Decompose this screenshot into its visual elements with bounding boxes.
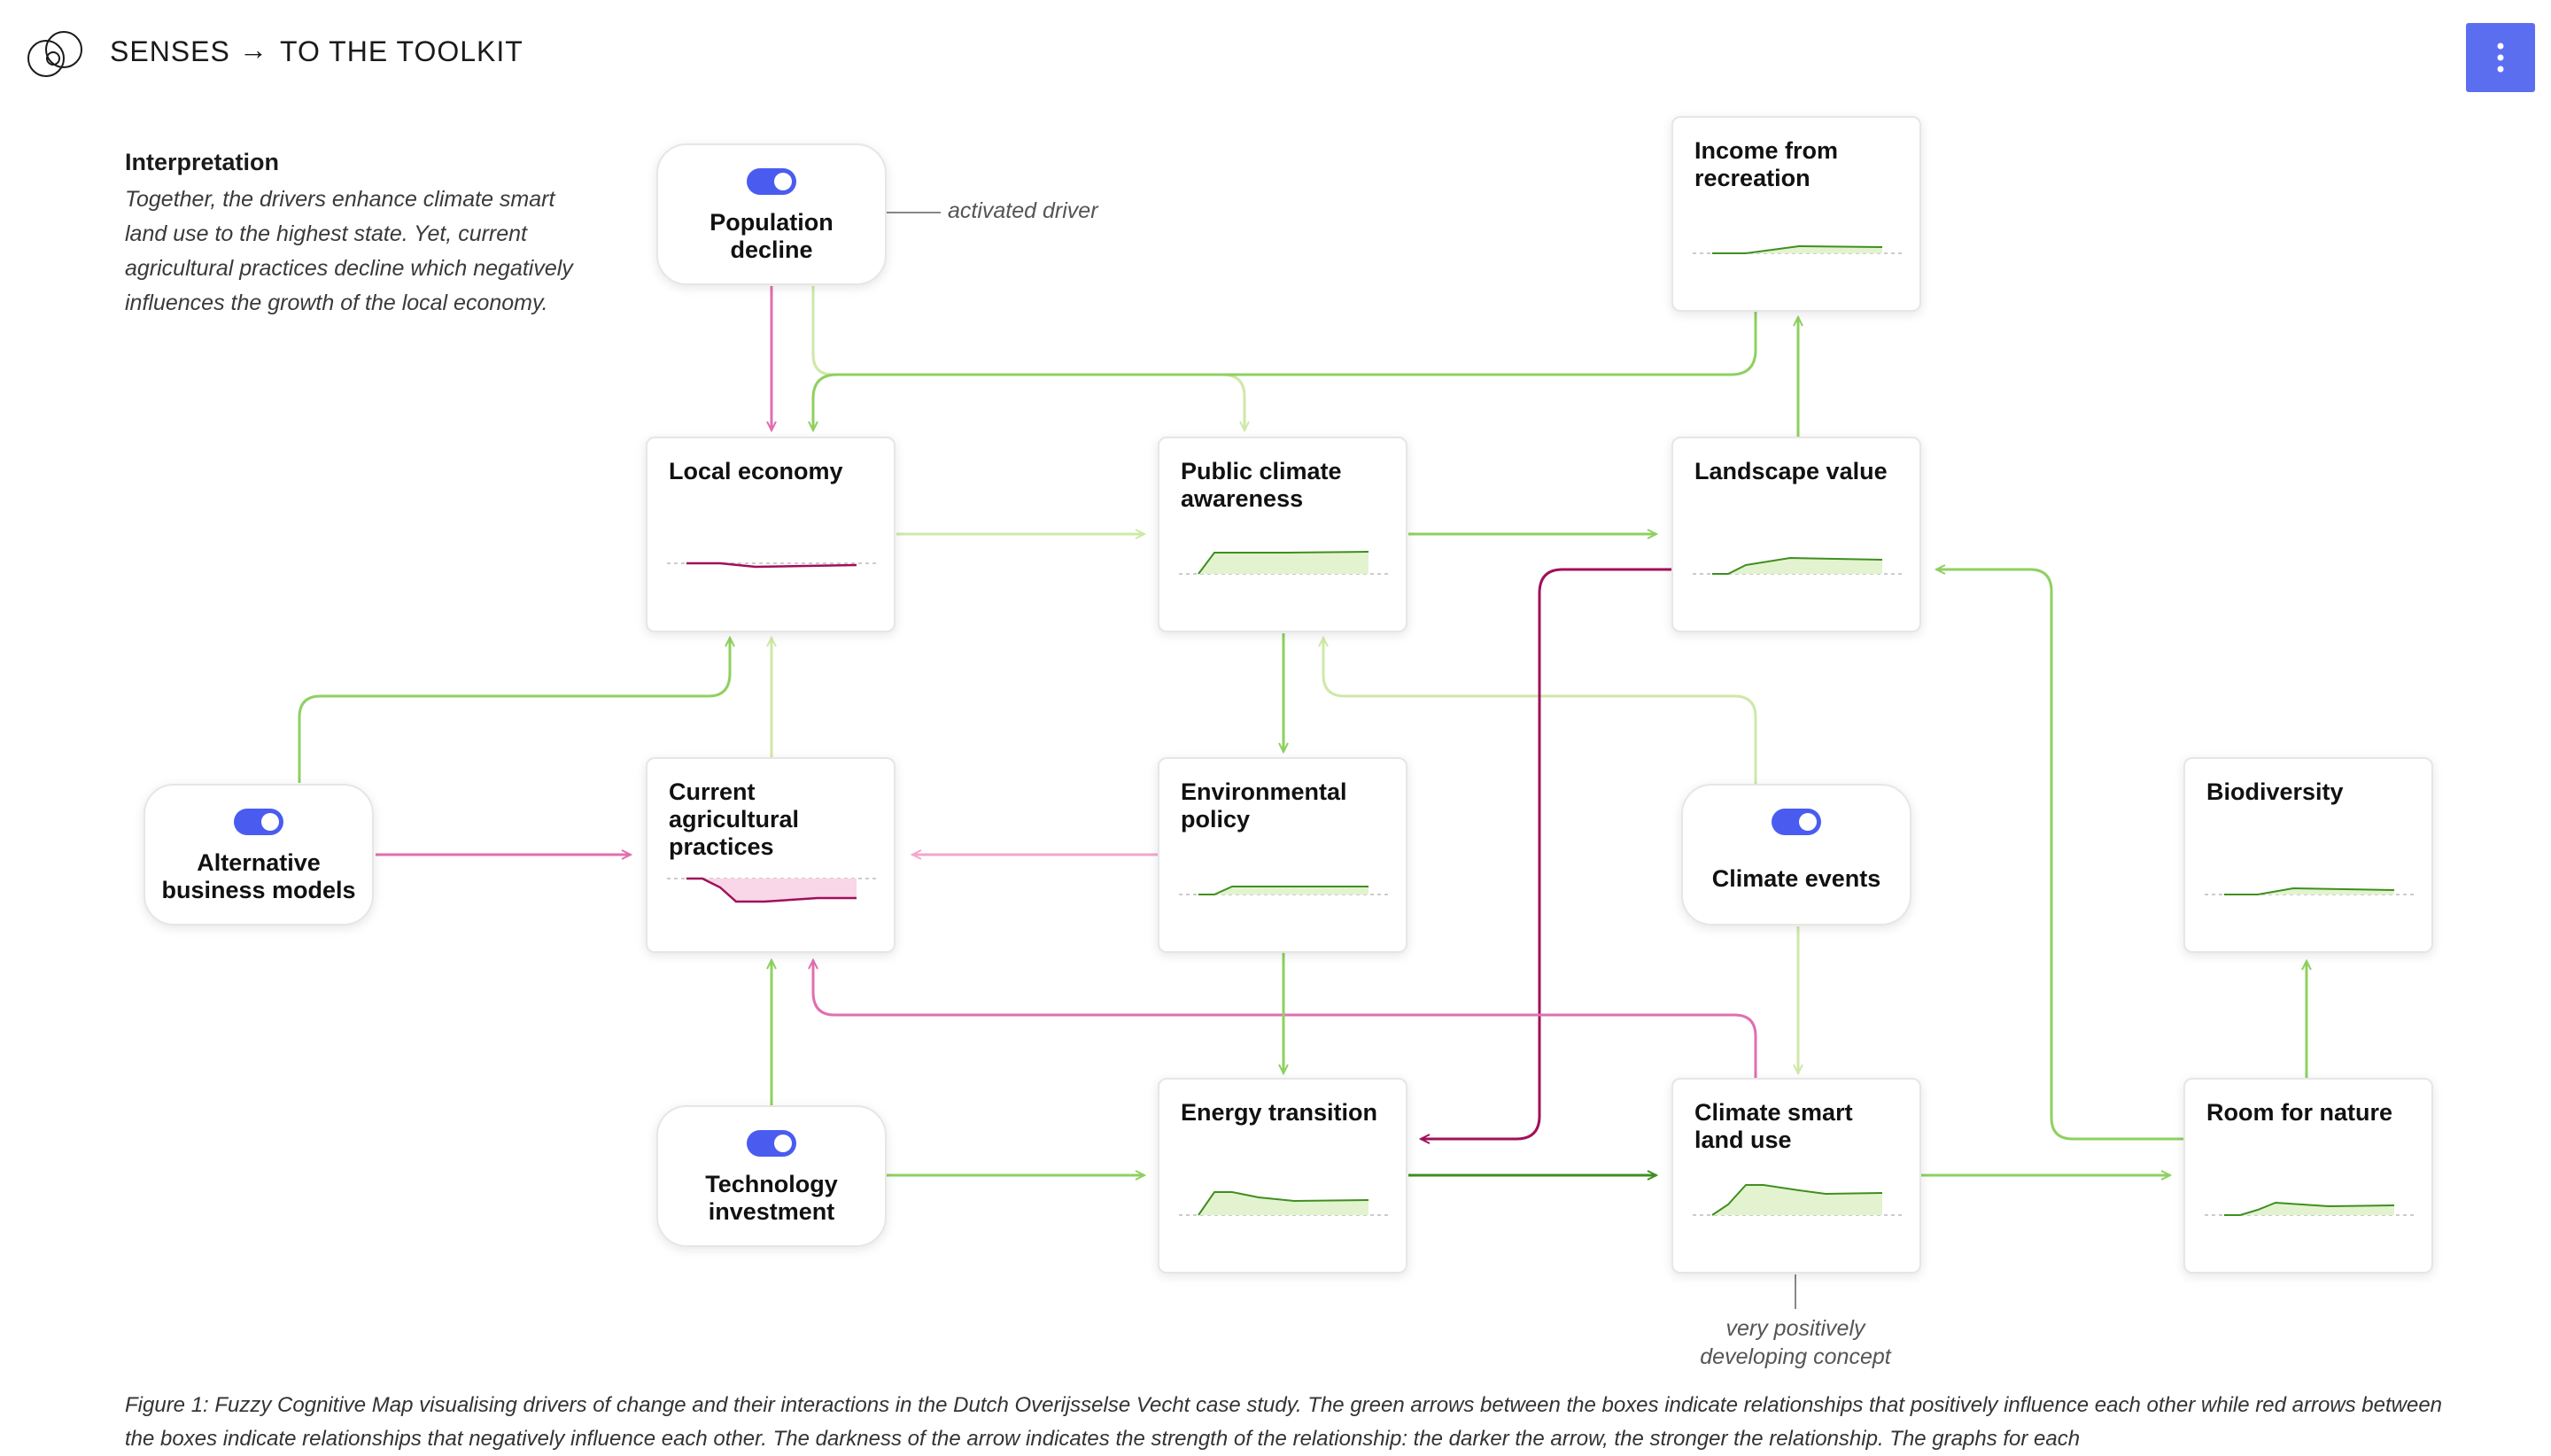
driver-alternative-business-models[interactable]: Alternative business models	[143, 784, 374, 925]
figure-caption: Figure 1: Fuzzy Cognitive Map visualisin…	[125, 1393, 2443, 1451]
concept-title: Local economy	[669, 458, 843, 484]
trend-graph	[1179, 886, 1388, 895]
trend-graph	[2205, 1201, 2414, 1216]
trend-graph	[1693, 1184, 1902, 1216]
toggle-switch[interactable]	[747, 1130, 796, 1157]
concept-title: Climate smart land use	[1694, 1099, 1853, 1153]
concept-environmental-policy[interactable]: Environmental policy	[1158, 757, 1407, 953]
concept-title: Energy transition	[1181, 1099, 1378, 1126]
trend-graph	[1179, 551, 1388, 575]
edge-altbiz-local-economy	[298, 638, 730, 783]
toggle-switch[interactable]	[747, 168, 796, 195]
concept-income-from-recreation[interactable]: Income from recreation	[1671, 116, 1921, 312]
driver-population-decline[interactable]: Population decline	[656, 143, 887, 285]
driver-climate-events[interactable]: Climate events	[1681, 784, 1911, 925]
driver-label: Technology investment	[705, 1171, 838, 1225]
edge-population-awareness	[811, 286, 1244, 430]
driver-label: Climate events	[1711, 865, 1881, 892]
menu-button[interactable]	[2466, 23, 2535, 92]
arrow-right-icon: →	[239, 34, 268, 66]
trend-graph	[1179, 1191, 1388, 1216]
concept-title: Environmental policy	[1181, 778, 1347, 833]
trend-graph	[667, 877, 876, 903]
concept-public-climate-awareness[interactable]: Public climate awareness	[1158, 437, 1407, 632]
vertical-ellipsis-icon	[2497, 43, 2504, 73]
edge-landscape-energy	[1421, 568, 1672, 1139]
driver-label: Alternative business models	[161, 849, 356, 903]
trend-graph	[2205, 887, 2414, 895]
concept-energy-transition[interactable]: Energy transition	[1158, 1078, 1407, 1274]
toggle-switch[interactable]	[234, 809, 283, 835]
trend-graph	[1693, 556, 1902, 575]
concept-climate-smart-land-use[interactable]: Climate smart land use	[1671, 1078, 1921, 1274]
edge-income-local-economy	[813, 312, 1757, 430]
senses-logo-icon[interactable]	[27, 28, 101, 81]
concept-title: Landscape value	[1694, 458, 1888, 484]
driver-technology-investment[interactable]: Technology investment	[656, 1105, 887, 1247]
edge-nature-landscape	[1936, 569, 2184, 1141]
concept-title: Public climate awareness	[1181, 458, 1342, 512]
toggle-switch[interactable]	[1772, 809, 1821, 835]
driver-label: Population decline	[709, 209, 834, 263]
interpretation-text: Together, the drivers enhance climate sm…	[125, 187, 573, 315]
concept-biodiversity[interactable]: Biodiversity	[2183, 757, 2433, 953]
top-bar: SENSES → TO THE TOOLKIT	[0, 0, 2551, 106]
concept-room-for-nature[interactable]: Room for nature	[2183, 1078, 2433, 1274]
trend-graph	[667, 561, 876, 569]
concept-title: Current agricultural practices	[669, 778, 800, 860]
concept-landscape-value[interactable]: Landscape value	[1671, 437, 1921, 632]
concept-current-agricultural-practices[interactable]: Current agricultural practices	[646, 757, 896, 953]
concept-local-economy[interactable]: Local economy	[646, 437, 896, 632]
toolkit-link[interactable]: TO THE TOOLKIT	[280, 35, 523, 67]
concept-title: Income from recreation	[1694, 137, 1839, 191]
very-positive-annotation: very positively developing concept	[1700, 1316, 1891, 1369]
activated-driver-annotation: activated driver	[948, 198, 1098, 223]
concept-title: Room for nature	[2206, 1099, 2393, 1126]
concept-title: Biodiversity	[2206, 778, 2344, 805]
interpretation-title: Interpretation	[125, 149, 280, 175]
trend-graph	[1693, 244, 1902, 254]
brand-name[interactable]: SENSES	[110, 35, 230, 67]
